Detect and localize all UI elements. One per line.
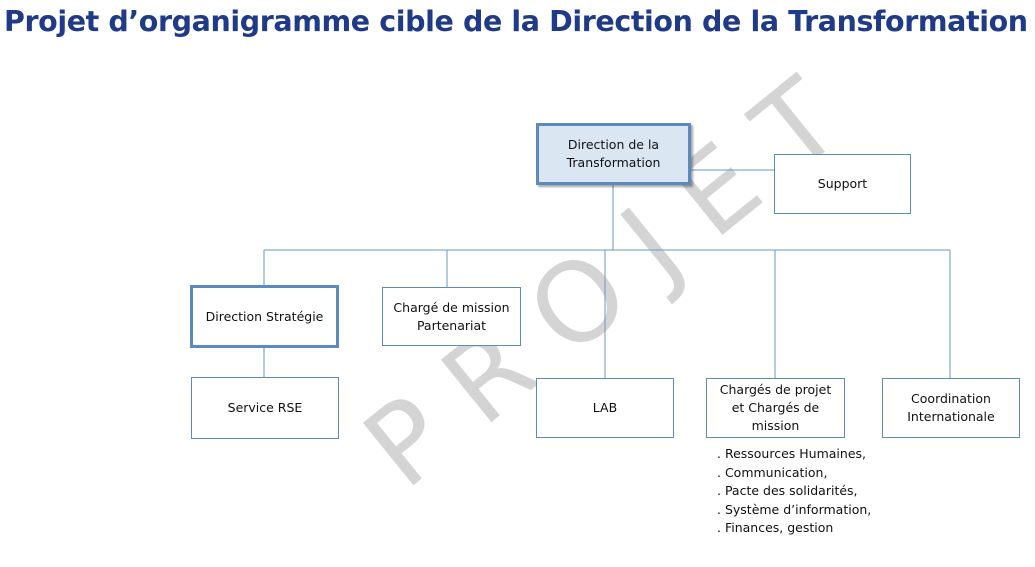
lab-box: LAB	[536, 378, 674, 438]
charges-domains-list: . Ressources Humaines, . Communication, …	[717, 445, 871, 538]
direction-transformation-label: Direction de la Transformation	[566, 137, 661, 170]
coordination-internationale-box: Coordination Internationale	[882, 378, 1020, 438]
list-item: . Finances, gestion	[717, 520, 834, 536]
charges-projet-box: Chargés de projet et Chargés de mission	[706, 378, 845, 438]
charge-mission-partenariat-label: Chargé de mission Partenariat	[393, 299, 510, 333]
service-rse-label: Service RSE	[227, 400, 303, 415]
lab-label: LAB	[592, 400, 618, 415]
list-item: . Pacte des solidarités,	[717, 483, 858, 499]
coordination-internationale-label: Coordination Internationale	[907, 391, 995, 424]
list-item: . Système d’information,	[717, 501, 872, 517]
support-label: Support	[817, 176, 868, 191]
direction-transformation-box: Direction de la Transformation	[536, 123, 691, 185]
page-title: Projet d’organigramme cible de la Direct…	[4, 5, 1028, 38]
direction-strategie-label: Direction Stratégie	[205, 308, 324, 324]
charge-mission-partenariat-box: Chargé de mission Partenariat	[382, 287, 521, 346]
support-box: Support	[774, 154, 911, 214]
list-item: . Ressources Humaines,	[717, 446, 866, 461]
direction-strategie-box: Direction Stratégie	[190, 285, 339, 348]
charges-projet-label: Chargés de projet et Chargés de mission	[719, 382, 832, 433]
list-item: . Communication,	[717, 464, 828, 480]
service-rse-box: Service RSE	[191, 377, 339, 439]
